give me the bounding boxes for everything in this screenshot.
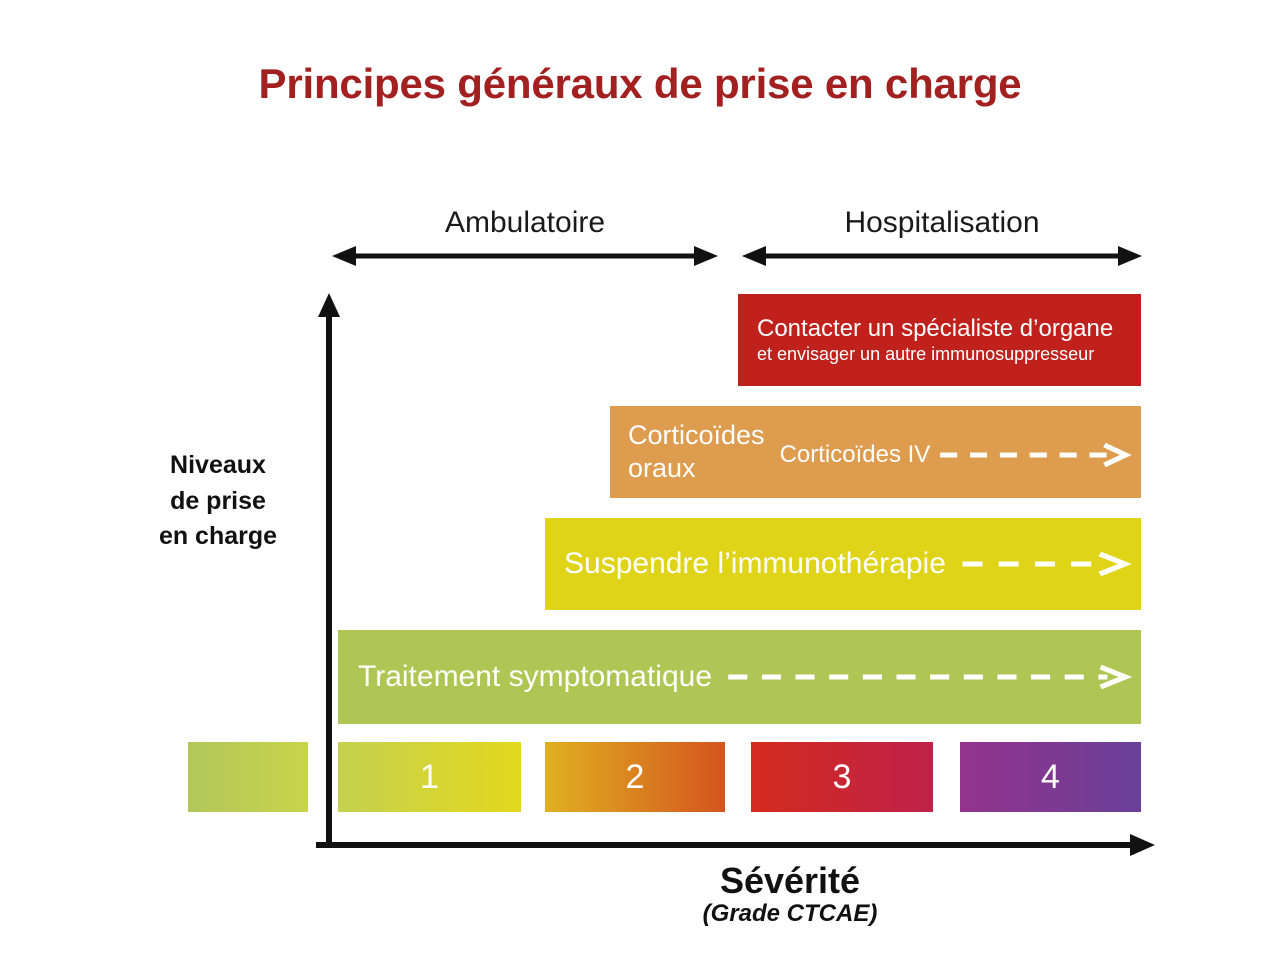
y-axis-label-line2: de prise	[170, 486, 266, 515]
corticoides-iv-group: Corticoïdes IV	[780, 441, 1141, 469]
y-axis-arrow	[318, 293, 340, 848]
level-bar-corticoides-oraux-label: Corticoïdes oraux	[628, 420, 765, 483]
x-axis-label: Sévérité (Grade CTCAE)	[430, 862, 1150, 929]
dashed-continuation-arrow-yellow-icon	[962, 551, 1132, 577]
y-axis-label-line3: en charge	[158, 522, 278, 550]
level-bar-suspendre-immunotherapie: Suspendre l’immunothérapie	[545, 518, 1141, 610]
grade-swatch-3: 3	[751, 742, 933, 812]
y-axis-label-line1: Niveaux	[170, 451, 266, 479]
level-bar-contacter-specialiste-line2: et envisager un autre immunosuppresseur	[757, 344, 1095, 365]
level-bar-traitement-symptomatique: Traitement symptomatique	[338, 630, 1141, 724]
grade-swatch-2: 2	[545, 742, 725, 812]
grade-swatch-4: 4	[960, 742, 1141, 812]
level-bar-corticoides-iv-label: Corticoïdes IV	[779, 441, 931, 468]
level-bar-suspendre-immunotherapie-label: Suspendre l’immunothérapie	[564, 547, 946, 580]
x-axis-label-main: Sévérité	[719, 860, 861, 901]
dashed-arrow-green-group	[726, 664, 1141, 690]
level-bar-contacter-specialiste: Contacter un spécialiste d’organe et env…	[738, 294, 1141, 386]
x-axis-label-sub: (Grade CTCAE)	[702, 899, 878, 927]
phase-label-ambulatoire: Ambulatoire	[444, 206, 606, 239]
x-axis-arrow	[316, 834, 1155, 856]
double-arrow-hospitalisation-icon	[742, 246, 1142, 266]
level-bar-corticoides: Corticoïdes oraux Corticoïdes IV	[610, 406, 1141, 498]
grade-swatch-baseline	[188, 742, 308, 812]
y-axis-label: Niveaux de prise en charge	[118, 448, 318, 555]
phase-label-hospitalisation: Hospitalisation	[844, 206, 1040, 239]
dashed-arrow-yellow-group	[960, 551, 1141, 577]
level-bar-traitement-symptomatique-label: Traitement symptomatique	[358, 660, 713, 693]
double-arrow-ambulatoire-icon	[332, 246, 718, 266]
page-title: Principes généraux de prise en charge	[258, 60, 1022, 107]
dashed-continuation-arrow-green-icon	[728, 664, 1133, 690]
dashed-continuation-arrow-orange-icon	[940, 443, 1133, 467]
level-bar-contacter-specialiste-line1: Contacter un spécialiste d’organe	[757, 315, 1114, 343]
grade-swatch-1: 1	[338, 742, 521, 812]
